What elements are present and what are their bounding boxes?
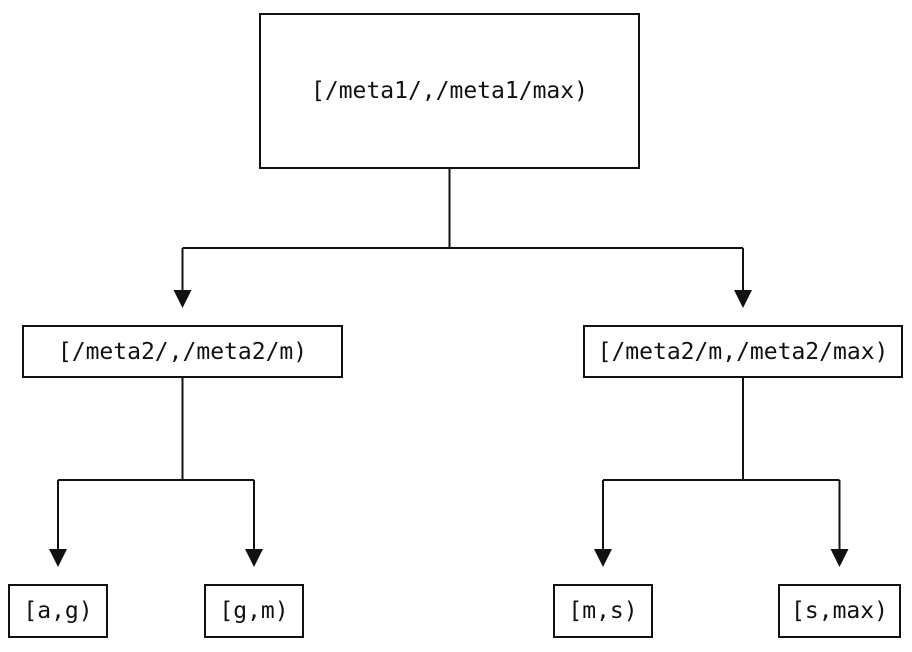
edge-root-to-children [173, 169, 752, 308]
edge-right-to-children [594, 378, 849, 567]
arrowhead-down [49, 549, 67, 567]
arrowhead-down [830, 549, 849, 567]
tree-node-leaf-ms: [m,s) [553, 584, 653, 638]
tree-node-leaf-smax: [s,max) [778, 584, 901, 638]
tree-node-meta2-right: [/meta2/m,/meta2/max) [583, 325, 903, 378]
tree-node-root: [/meta1/,/meta1/max) [259, 13, 640, 169]
arrowhead-down [245, 549, 263, 567]
arrowhead-down [594, 549, 612, 567]
tree-node-meta2-left: [/meta2/,/meta2/m) [22, 325, 343, 378]
tree-node-leaf-ag: [a,g) [8, 584, 108, 638]
arrowhead-down [734, 290, 752, 308]
edge-left-to-children [49, 378, 263, 567]
tree-node-leaf-gm: [g,m) [204, 584, 304, 638]
arrowhead-down [173, 290, 192, 308]
